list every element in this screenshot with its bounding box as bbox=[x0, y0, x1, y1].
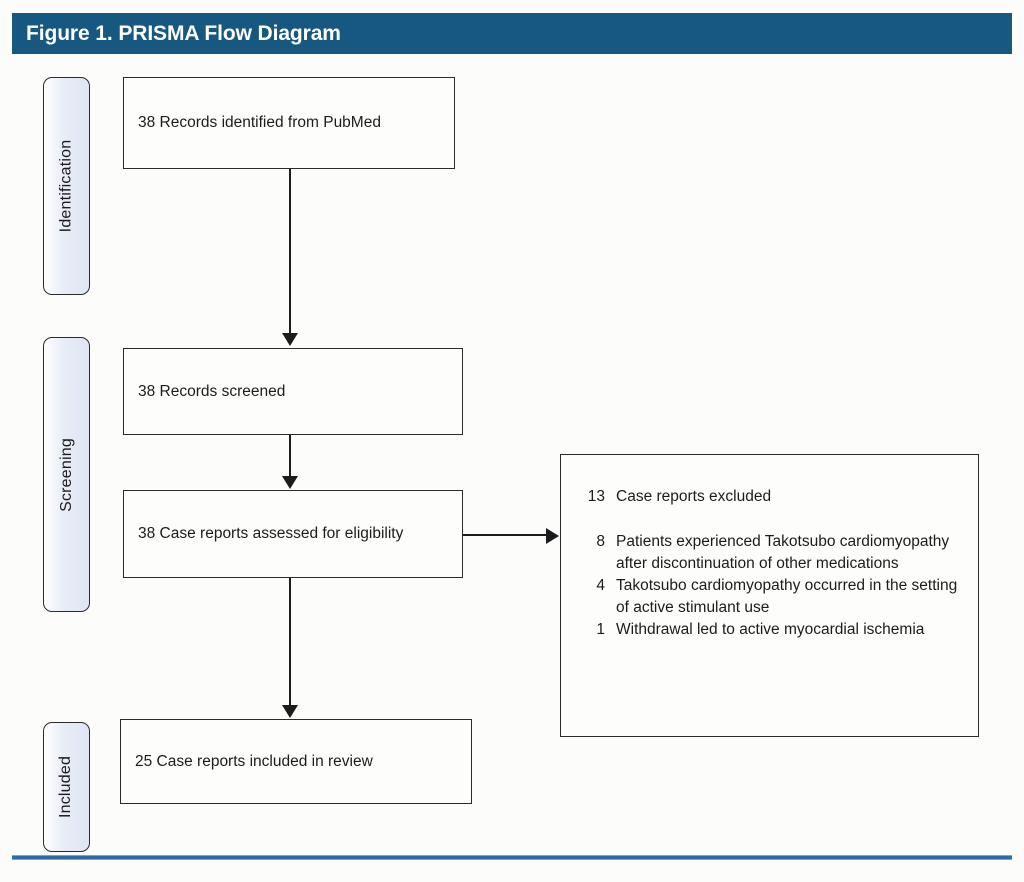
stage-label-identification: Identification bbox=[43, 77, 90, 295]
node-records-identified: 38 Records identified from PubMed bbox=[123, 77, 455, 169]
stage-label-included: Included bbox=[43, 722, 90, 852]
node-records-identified-text: 38 Records identified from PubMed bbox=[138, 114, 381, 131]
excluded-summary-count: 13 bbox=[587, 488, 605, 505]
stage-label-screening-text: Screening bbox=[57, 437, 75, 512]
figure-header-bar: Figure 1. PRISMA Flow Diagram bbox=[12, 13, 1012, 54]
connector-assessed-to-included-line bbox=[289, 578, 291, 708]
node-case-reports-included-text: 25 Case reports included in review bbox=[135, 752, 373, 770]
connector-screened-to-assessed-line bbox=[289, 435, 291, 478]
arrow-down-icon bbox=[282, 476, 298, 489]
node-case-reports-assessed: 38 Case reports assessed for eligibility bbox=[123, 490, 463, 578]
excluded-reason-count: 8 bbox=[596, 533, 605, 550]
node-case-reports-assessed-text: 38 Case reports assessed for eligibility bbox=[138, 525, 404, 542]
excluded-reason-count: 4 bbox=[596, 577, 605, 594]
arrow-down-icon bbox=[282, 333, 298, 346]
stage-label-identification-text: Identification bbox=[57, 139, 75, 233]
excluded-reason-label: Withdrawal led to active myocardial isch… bbox=[616, 621, 925, 638]
figure-title: Figure 1. PRISMA Flow Diagram bbox=[26, 21, 341, 45]
excluded-reason-row: 4 Takotsubo cardiomyopathy occurred in t… bbox=[579, 575, 962, 619]
excluded-reason-label: Patients experienced Takotsubo cardiomyo… bbox=[616, 533, 950, 572]
excluded-summary-label: Case reports excluded bbox=[616, 488, 772, 505]
excluded-reason-row: 1 Withdrawal led to active myocardial is… bbox=[579, 619, 962, 641]
excluded-summary-row: 13 Case reports excluded bbox=[579, 486, 962, 508]
connector-identified-to-screened-line bbox=[289, 169, 291, 336]
connector-assessed-to-excluded-line bbox=[463, 534, 549, 536]
excluded-reason-label: Takotsubo cardiomyopathy occurred in the… bbox=[616, 577, 958, 616]
node-case-reports-excluded: 13 Case reports excluded 8 Patients expe… bbox=[560, 454, 979, 737]
arrow-down-icon bbox=[282, 705, 298, 718]
node-records-screened: 38 Records screened bbox=[123, 348, 463, 435]
figure-bottom-rule bbox=[12, 855, 1012, 860]
stage-label-screening: Screening bbox=[43, 337, 90, 612]
node-records-screened-text: 38 Records screened bbox=[138, 382, 286, 400]
excluded-reason-row: 8 Patients experienced Takotsubo cardiom… bbox=[579, 531, 962, 575]
arrow-right-icon bbox=[546, 528, 559, 544]
excluded-reason-count: 1 bbox=[596, 621, 605, 638]
node-case-reports-included: 25 Case reports included in review bbox=[120, 719, 472, 804]
stage-label-included-text: Included bbox=[57, 755, 75, 819]
